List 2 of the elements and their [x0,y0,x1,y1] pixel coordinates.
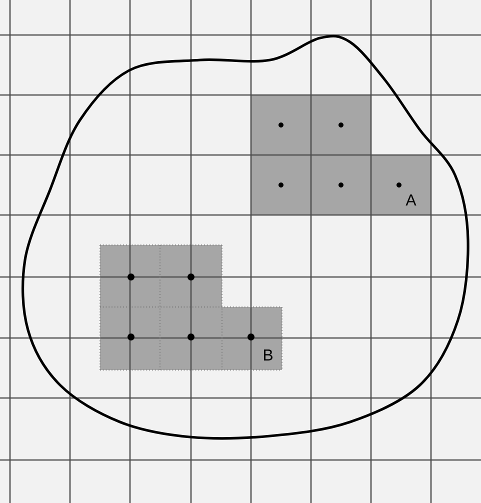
point-label: A [406,194,416,206]
point-label: B [264,350,272,360]
